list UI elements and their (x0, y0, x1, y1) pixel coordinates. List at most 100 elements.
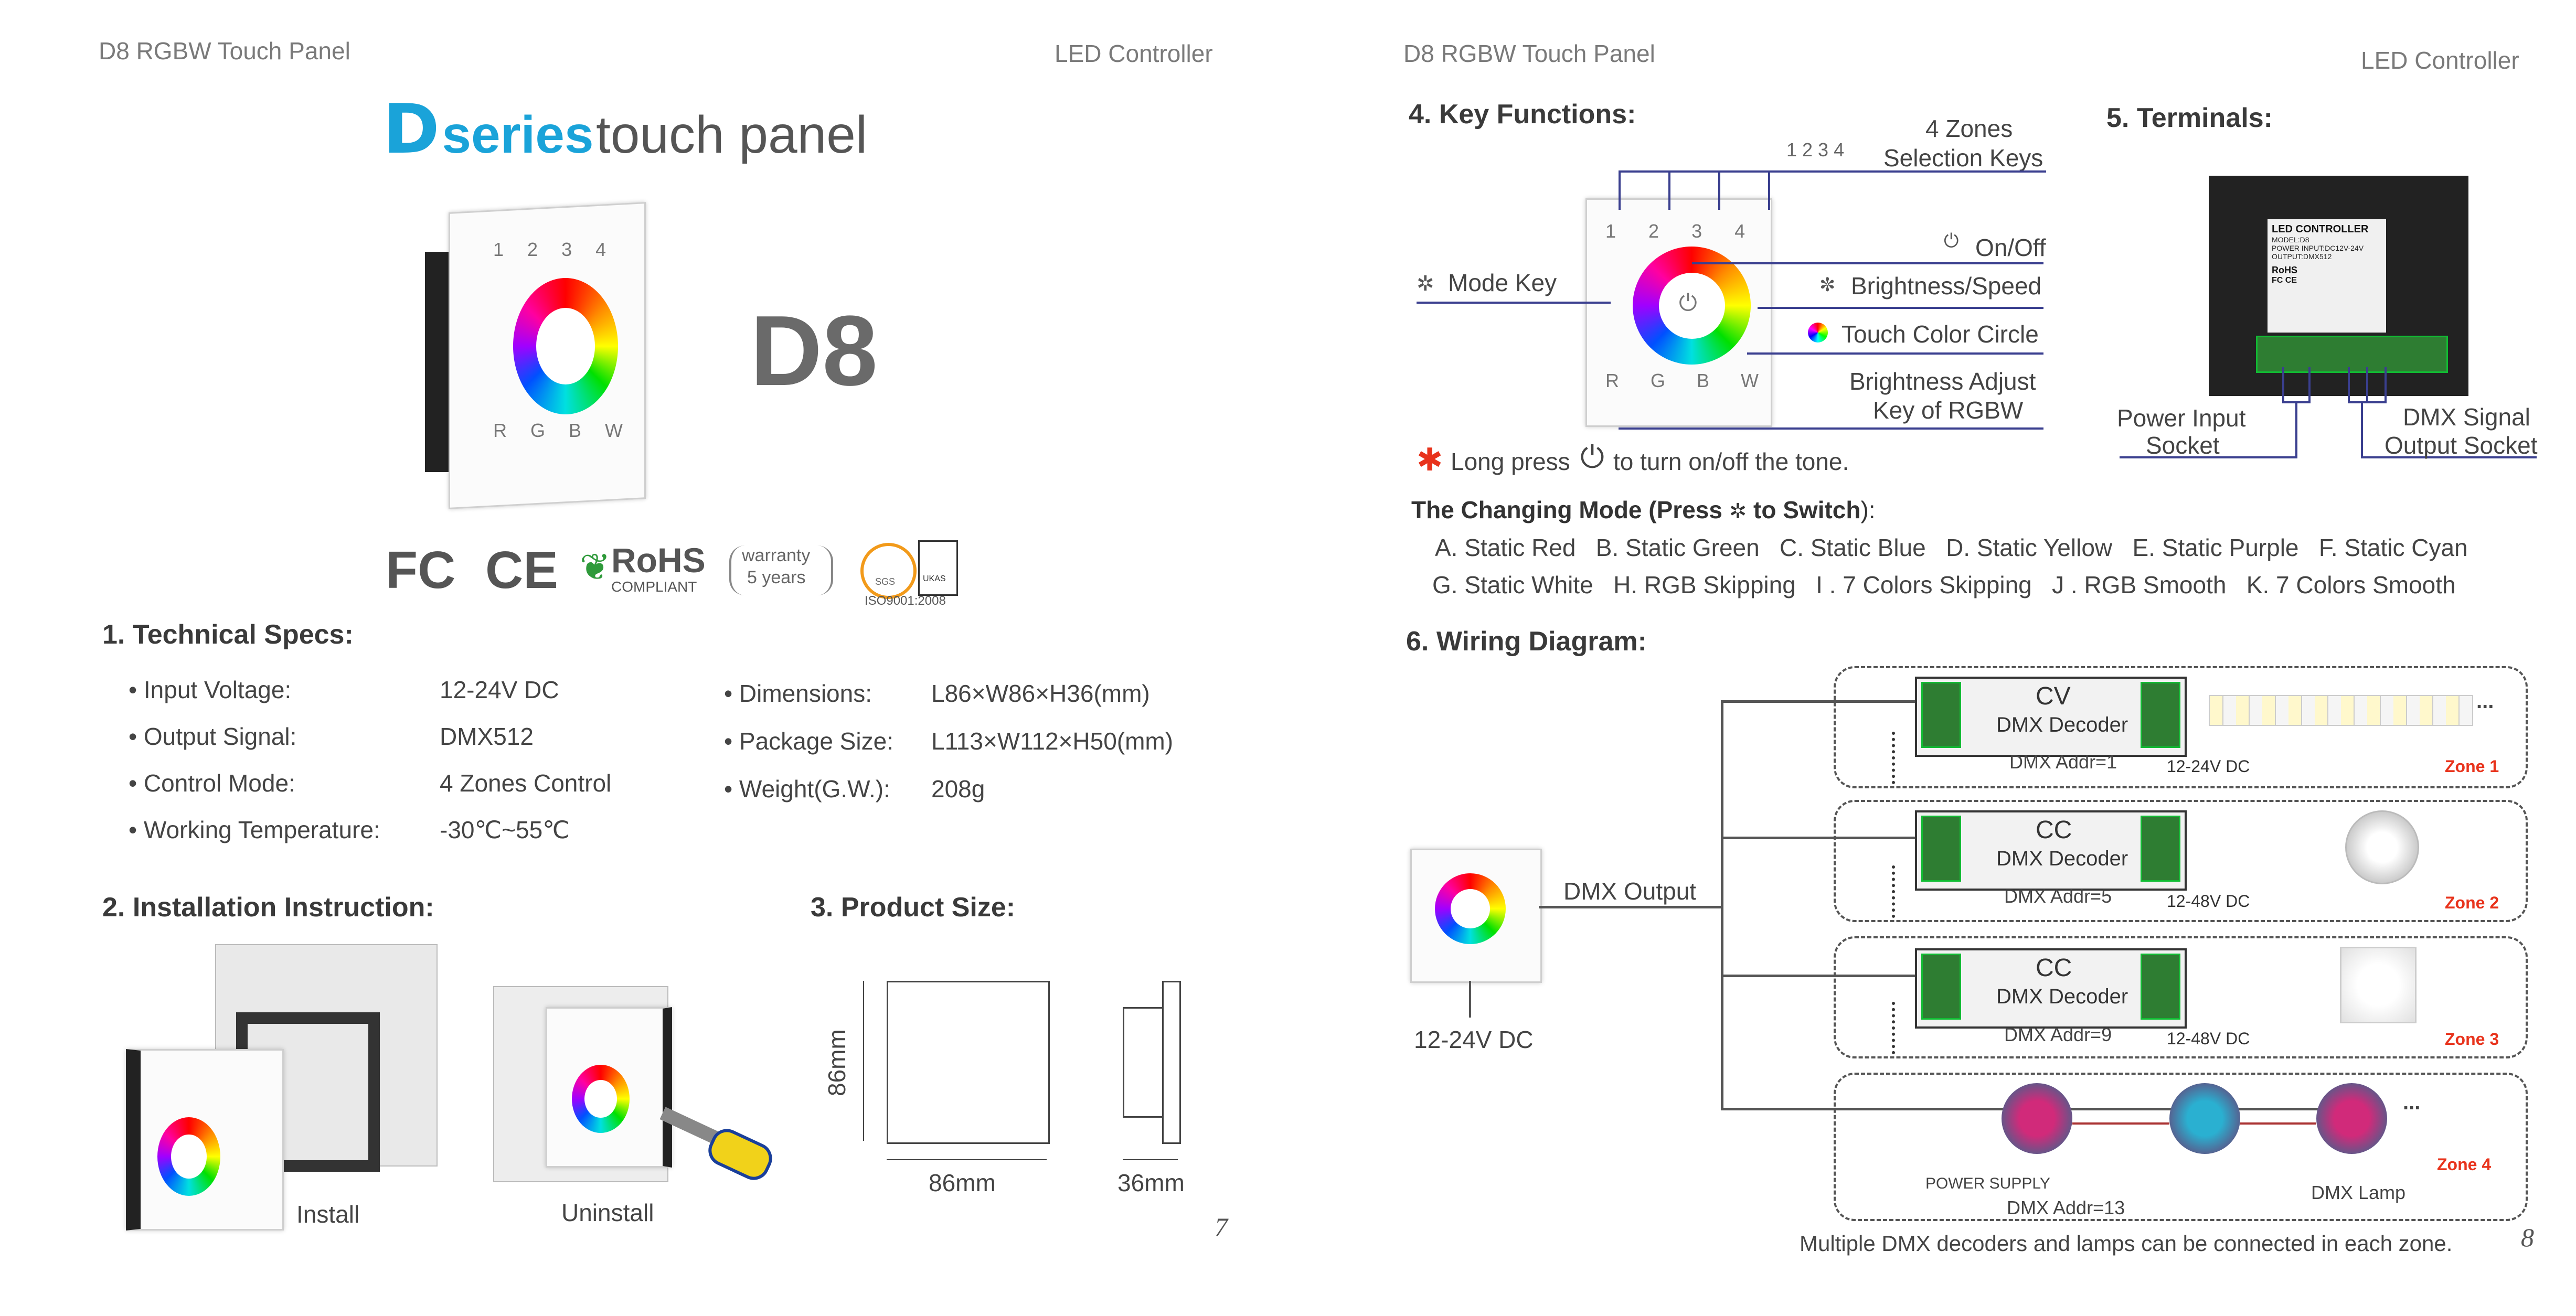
zone-2-addr: DMX Addr=5 (2004, 885, 2112, 907)
dmx-socket-label-2: Output Socket (2385, 432, 2538, 459)
warranty-text: warranty (742, 545, 811, 565)
sgs-text: SGS (875, 576, 896, 587)
model-logo: D8 (750, 295, 878, 406)
bus-branch (1721, 975, 1931, 977)
size-d-dimline (1123, 1159, 1178, 1160)
key-rgbw-letters: RGBW (1605, 370, 1791, 391)
zone-4-lamp-label: DMX Lamp (2311, 1182, 2406, 1203)
label-line: FC CE (2272, 276, 2297, 285)
zone-1-drop (1892, 732, 1898, 784)
zone-2-label: Zone 2 (2445, 893, 2499, 912)
label-line: MODEL:D8 (2272, 236, 2309, 244)
zone-keys-line (1619, 170, 2046, 173)
zone-2-output-terminal (2141, 816, 2180, 882)
long-press-post: to turn on/off the tone. (1613, 448, 1849, 475)
input-wire (1469, 981, 1471, 1018)
zone-keys-label-2: Selection Keys (1883, 144, 2043, 172)
rohs-logo: RoHS (611, 541, 706, 580)
title-series: series (442, 105, 594, 164)
brightness-icon: ✼ (1819, 274, 1836, 295)
left-header-category: LED Controller (1055, 40, 1213, 67)
zone-3-label: Zone 3 (2445, 1030, 2499, 1048)
zone-1-type: CV (2036, 682, 2071, 710)
dmx-pin-line (2366, 367, 2368, 401)
spec-label: Output Signal: (129, 722, 297, 751)
size-side-plate (1162, 981, 1181, 1144)
spec-label: Package Size: (724, 727, 893, 755)
terminal-block (2256, 336, 2448, 373)
spec-value: 4 Zones Control (440, 769, 612, 797)
changing-mode-switch: to Switch (1753, 496, 1861, 523)
terminals-title: 5. Terminals: (2106, 103, 2273, 133)
uninstall-panel (546, 1007, 672, 1168)
zone-1-box (1834, 666, 2528, 788)
zone-4-power: POWER SUPPLY (1925, 1175, 2050, 1192)
leaf-icon: ❦ (580, 547, 611, 587)
spec-label: Working Temperature: (129, 816, 380, 844)
rohs-sub: COMPLIANT (611, 579, 697, 595)
size-depth: 36mm (1117, 1169, 1185, 1196)
title-d-mark: D (383, 89, 440, 169)
power-socket-label-1: Power Input (2117, 404, 2246, 432)
power-socket-leader (2295, 401, 2297, 456)
bus-branch (1721, 700, 1931, 703)
zone-key-leader (1768, 170, 1770, 210)
zone-1-power: 12-24V DC (2167, 757, 2250, 776)
mode-key-label: Mode Key (1448, 269, 1557, 296)
zone-3-input-terminal (1921, 954, 1961, 1020)
touch-circle-label: Touch Color Circle (1841, 320, 2039, 348)
zone-2-decoder-label: DMX Decoder (1996, 847, 2128, 870)
spec-label: Weight(G.W.): (724, 775, 890, 803)
zone-1-label: Zone 1 (2445, 757, 2499, 776)
wiring-panel-ring (1435, 873, 1506, 944)
power-socket-line (2120, 456, 2297, 458)
long-press-pre: Long press (1451, 448, 1570, 475)
left-header-title: D8 RGBW Touch Panel (99, 37, 350, 65)
specs-title: 1. Technical Specs: (102, 619, 354, 650)
right-header-category: LED Controller (2361, 47, 2519, 74)
zone-2-box (1834, 800, 2528, 922)
bright-adjust-line (1619, 427, 2043, 430)
fc-logo: FC (386, 541, 456, 600)
spec-value: 12-24V DC (440, 676, 559, 703)
install-ring (157, 1117, 220, 1196)
zone-2-drop (1892, 865, 1898, 918)
zone-4-label: Zone 4 (2437, 1155, 2492, 1174)
ring-power-icon: ⏻ (1679, 290, 1697, 316)
zone-3-addr: DMX Addr=9 (2004, 1024, 2112, 1045)
photo-rgbw-keys: RGBW (493, 420, 647, 441)
photo-color-ring (513, 278, 618, 414)
zone-keys-label-1: 4 Zones (1925, 115, 2013, 142)
zone-4-addr: DMX Addr=13 (2007, 1197, 2125, 1218)
zone-3-decoder-label: DMX Decoder (1996, 985, 2128, 1008)
panel-lamp (2340, 947, 2417, 1023)
modes-row-1: A. Static Red B. Static Green C. Static … (1435, 534, 2468, 561)
zone-1-addr: DMX Addr=1 (2009, 751, 2117, 773)
dmx-pin-line (2385, 367, 2387, 401)
dmx-bus-wire (1721, 700, 1723, 1109)
size-h-dimline (863, 981, 864, 1141)
input-dc-label: 12-24V DC (1414, 1026, 1534, 1053)
warranty-years: 5 years (747, 568, 806, 587)
zone-3-box (1834, 936, 2528, 1058)
size-side-box (1123, 1007, 1164, 1118)
spec-value: 208g (931, 775, 985, 803)
footer-note: Multiple DMX decoders and lamps can be c… (1800, 1231, 2453, 1256)
zone-keys-icon: 1 2 3 4 (1786, 139, 1845, 161)
title-rest: touch panel (596, 105, 868, 164)
warranty-badge: warranty 5 years (729, 545, 833, 595)
label-line: OUTPUT:DMX512 (2272, 252, 2332, 261)
zone-key-leader (1619, 170, 1621, 210)
zone-1-decoder-label: DMX Decoder (1996, 713, 2128, 736)
dmx-pin-join (2348, 401, 2387, 403)
zone-1-input-terminal (1921, 682, 1961, 748)
changing-mode-end: ): (1860, 496, 1876, 523)
power-pin-line (2308, 367, 2311, 401)
power-socket-label-2: Socket (2146, 432, 2220, 459)
dmx-socket-leader (2361, 401, 2363, 456)
ukas-icon: UKAS (918, 540, 958, 596)
downlight-lamp (2345, 810, 2419, 884)
uninstall-ring (572, 1065, 630, 1133)
mode-key-line (1417, 302, 1611, 304)
